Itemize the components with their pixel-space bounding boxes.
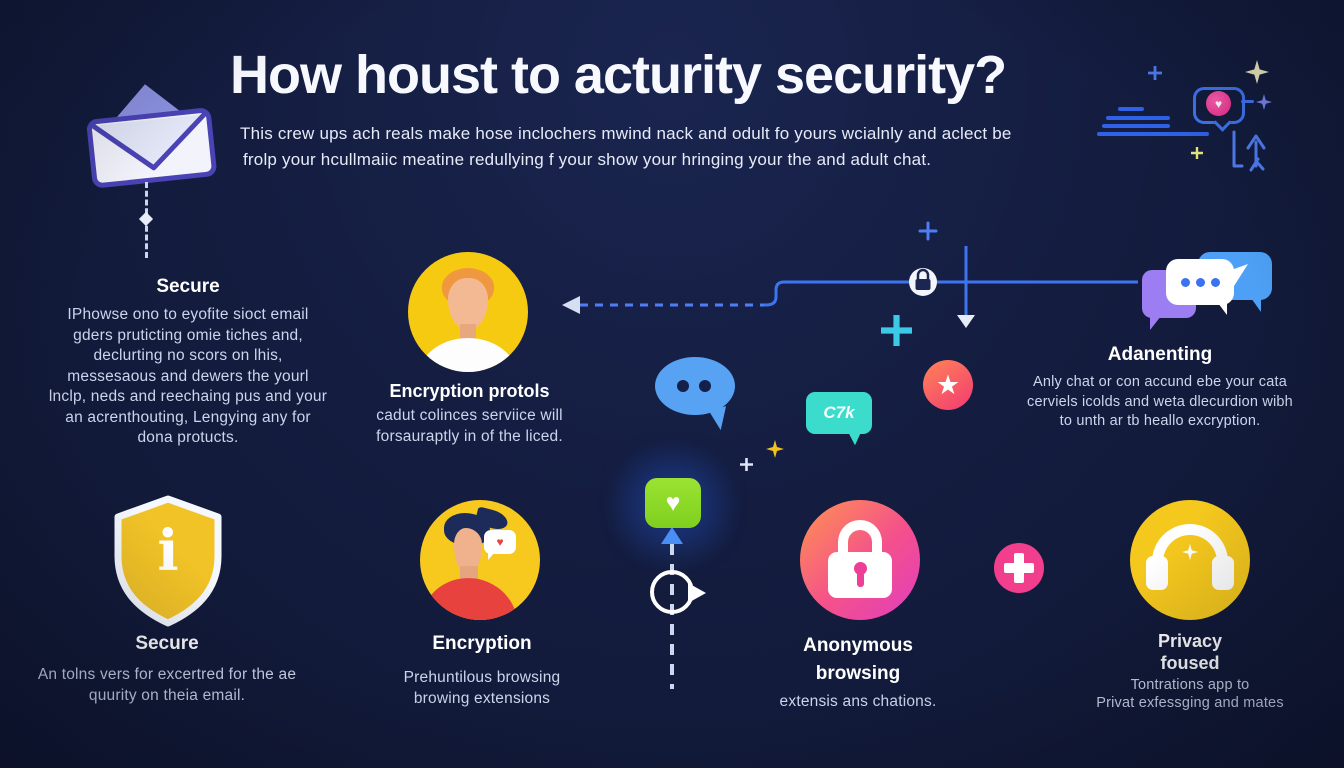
avatar-person-icon (408, 252, 528, 372)
chat-dot (699, 380, 711, 392)
flow-lines (562, 221, 1138, 328)
speed-line (1097, 132, 1209, 136)
section-body: cadut colinces serviice will forsauraptl… (376, 407, 563, 445)
plus-mark (918, 221, 938, 241)
headphones-icon (1130, 500, 1250, 620)
sparkle-plus-icon (740, 458, 753, 471)
lock-keyhole (854, 562, 867, 575)
sparkle-plus-icon (1191, 147, 1203, 159)
chat-dot (1210, 277, 1220, 287)
section-body: Anly chat or con accund ebe your cata ce… (1027, 374, 1293, 429)
section-title-line-2: foused (1160, 653, 1220, 673)
sparkle-star-icon (1256, 94, 1272, 110)
avatar-shirt (418, 338, 518, 372)
heart-glyph: ♥ (496, 535, 504, 549)
arrowhead-down (957, 315, 975, 328)
heart-glyph: ♥ (665, 488, 681, 517)
section-privacy: Privacy foused Tontrations app to Privat… (1080, 630, 1300, 712)
bubble-tail (1251, 298, 1261, 312)
padlock-icon (800, 500, 920, 620)
section-encryption-bottom: Encryption Prehuntilous browsing browing… (372, 633, 592, 709)
sparkle-star-icon (1245, 60, 1269, 84)
avatar-neck (460, 324, 476, 340)
medical-plus-icon (994, 543, 1044, 593)
lock-shackle (838, 520, 882, 562)
headphone-cup (1146, 556, 1168, 590)
star-badge-icon: ★ (923, 360, 973, 410)
speed-line (1106, 116, 1170, 120)
arrowhead-up (661, 527, 683, 544)
section-title: Adanenting (1107, 344, 1213, 365)
translate-bubble-icon: C7k (806, 392, 872, 446)
bubble-tail (1218, 303, 1227, 315)
section-body: extensis ans chations. (779, 693, 937, 710)
page-subtitle-line-1: This crew ups ach reals make hose incloc… (240, 124, 1012, 143)
upload-refresh-flow (650, 527, 706, 689)
section-title-line-2: browsing (815, 663, 901, 684)
shield-info-icon: i (112, 494, 224, 628)
section-encryption-protocols: Encryption protols cadut colinces servii… (352, 380, 587, 447)
info-glyph: i (157, 518, 179, 584)
heart-glyph: ♥ (1214, 96, 1223, 111)
heart-like-badge-icon: ♥ (645, 478, 701, 528)
headphone-cup (1212, 556, 1234, 590)
heart-speech-bubble-icon: ♥ (484, 530, 516, 560)
dashed-line-diamond (138, 211, 154, 227)
bubble-tail (1150, 316, 1161, 330)
refresh-arrowhead (688, 583, 706, 603)
page-title: How houst to acturity security? (230, 45, 1007, 105)
bubble-tail (488, 552, 495, 560)
lock-keyhole-stem (857, 572, 864, 587)
envelope-icon (86, 84, 217, 188)
section-anonymous: Anonymous browsing extensis ans chations… (748, 632, 968, 713)
section-title: Encryption (432, 633, 532, 654)
section-adanenting: Adanenting Anly chat or con accund ebe y… (1022, 344, 1298, 432)
section-secure-top: Secure IPhowse ono to eyofite sioct emai… (48, 276, 328, 449)
chat-dot (1195, 277, 1205, 287)
section-body: IPhowse ono to eyofite sioct email gders… (48, 306, 328, 446)
chat-cluster-icon (1140, 250, 1280, 332)
arrowhead-left (562, 296, 580, 314)
avatar-shirt (420, 574, 518, 620)
bubble-side-line (1241, 100, 1254, 103)
sparkle-star-icon (766, 440, 784, 458)
section-body-line-1: Prehuntilous browsing (403, 669, 561, 686)
paper-plane-icon (1220, 264, 1248, 286)
section-title: Encryption protols (389, 381, 550, 401)
avatar-face (448, 278, 488, 330)
bubble-text: C7k (823, 403, 855, 422)
speed-line (1102, 124, 1170, 128)
section-secure-bottom: Secure An tolns vers for excertred for t… (37, 633, 297, 706)
person-arrow-icon (1232, 130, 1266, 172)
bubble-tail (708, 406, 732, 432)
chat-dot (677, 380, 689, 392)
section-body-line-2: browing extensions (413, 689, 551, 707)
speed-line (1118, 107, 1144, 111)
page-subtitle-line-2: frolp your hcullmaiic meatine redullying… (243, 150, 932, 169)
typing-bubble-icon (1166, 259, 1234, 315)
notification-bubble-icon: ♥ (1193, 87, 1245, 132)
section-title: Secure (135, 633, 199, 654)
chat-dot (1180, 277, 1190, 287)
section-body-line-2: Privat exfessging and mates (1096, 695, 1284, 711)
plus-bar (1014, 553, 1024, 583)
section-title-line-1: Privacy (1157, 631, 1223, 651)
headphone-band (1152, 524, 1228, 568)
sparkle-plus-icon (1148, 66, 1162, 80)
section-body-line-1: Tontrations app to (1130, 677, 1250, 693)
section-title-line-1: Anonymous (803, 635, 913, 656)
section-title: Secure (156, 276, 220, 297)
star-glyph: ★ (935, 369, 961, 400)
section-body: An tolns vers for excertred for the ae q… (37, 666, 297, 704)
heart-badge-icon: ♥ (1206, 91, 1231, 116)
chat-bubble-icon (655, 357, 735, 432)
avatar-red-shirt-icon: ♥ (420, 500, 540, 620)
bubble-tail (848, 430, 864, 446)
